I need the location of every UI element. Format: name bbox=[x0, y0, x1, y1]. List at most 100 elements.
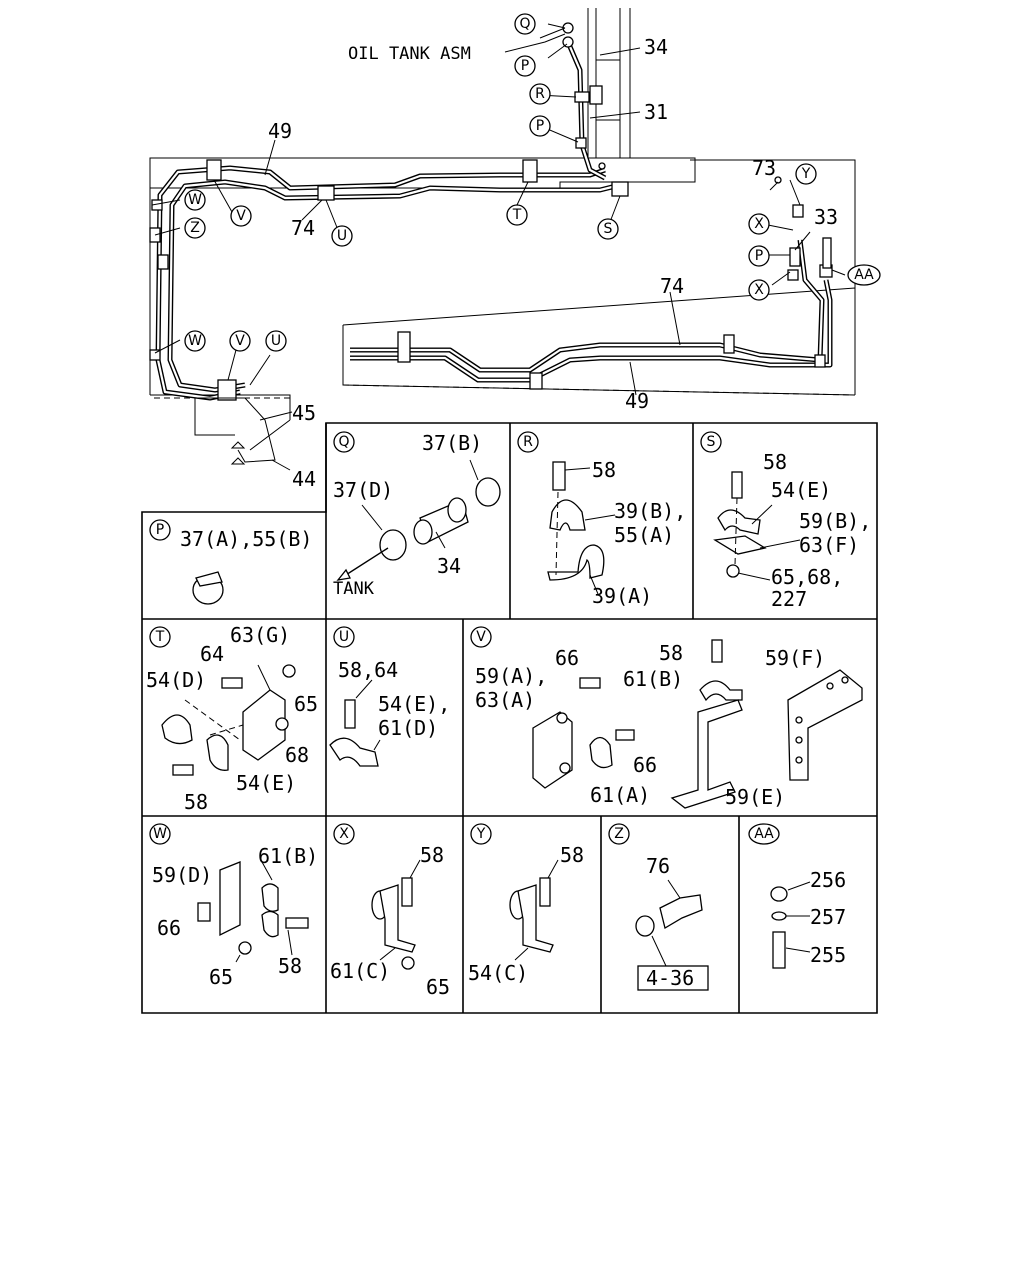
panel-r-drawing bbox=[547, 461, 616, 595]
part-number: 74 bbox=[660, 274, 684, 298]
callout-y-label: Y bbox=[801, 166, 811, 182]
panel-u-label: 54(E), bbox=[378, 692, 450, 716]
panel-aa-drawing bbox=[770, 881, 811, 969]
panel-r-label: 39(A) bbox=[592, 584, 652, 608]
panel-aa-tag: AA bbox=[754, 826, 774, 842]
panel-r-tag: R bbox=[523, 434, 533, 450]
panel-t-label: 58 bbox=[184, 790, 208, 814]
part-number: 33 bbox=[814, 205, 838, 229]
panel-w-label: 59(D) bbox=[152, 863, 212, 887]
panel-aa-label: 255 bbox=[810, 943, 846, 967]
panel-x-label: 58 bbox=[420, 843, 444, 867]
panel-x-label: 65 bbox=[426, 975, 450, 999]
panel-t-drawing bbox=[161, 664, 296, 776]
detail-panel-grid bbox=[141, 422, 878, 1014]
panel-v-tag: V bbox=[476, 629, 486, 645]
main-assembly-drawing bbox=[149, 8, 856, 471]
panel-y-label: 54(C) bbox=[468, 961, 528, 985]
part-number: 73 bbox=[752, 156, 776, 180]
callout-p-label: P bbox=[536, 118, 544, 134]
panel-t-label: 63(G) bbox=[230, 623, 290, 647]
callout-x-label: X bbox=[754, 216, 764, 232]
panel-s-label: 227 bbox=[771, 587, 807, 611]
panel-x-tag: X bbox=[339, 826, 349, 842]
panel-x-drawing bbox=[371, 859, 421, 970]
panel-v-label: 59(E) bbox=[725, 785, 785, 809]
part-number: 49 bbox=[625, 389, 649, 413]
panel-w-label: 58 bbox=[278, 954, 302, 978]
panel-z-ref-box[interactable]: 4-36 bbox=[646, 966, 694, 990]
panel-u-label: 61(D) bbox=[378, 716, 438, 740]
panel-q-tag: Q bbox=[338, 434, 349, 450]
panel-u-drawing bbox=[329, 679, 381, 767]
panel-q-drawing bbox=[336, 459, 501, 581]
panel-p-label: 37(A),55(B) bbox=[180, 527, 312, 551]
panel-p-tag: P bbox=[156, 522, 164, 538]
panel-v-label: 61(B) bbox=[623, 667, 683, 691]
callout-v-label: V bbox=[235, 333, 245, 349]
callout-w-label: W bbox=[188, 192, 202, 208]
panel-q-label: 37(B) bbox=[422, 431, 482, 455]
panel-s-label: 63(F) bbox=[799, 533, 859, 557]
panel-v-label: 59(F) bbox=[765, 646, 825, 670]
callout-x-label: X bbox=[754, 282, 764, 298]
callout-t-label: T bbox=[512, 207, 522, 223]
panel-w-label: 61(B) bbox=[258, 844, 318, 868]
part-number: 31 bbox=[644, 100, 668, 124]
part-number: 44 bbox=[292, 467, 316, 491]
panel-q-label: 37(D) bbox=[333, 478, 393, 502]
panel-v-label: 61(A) bbox=[590, 783, 650, 807]
part-number: 74 bbox=[291, 216, 315, 240]
panel-q-label: TANK bbox=[333, 579, 375, 599]
panel-u-label: 58,64 bbox=[338, 658, 398, 682]
panel-q-label: 34 bbox=[437, 554, 461, 578]
callout-p-label: P bbox=[755, 248, 763, 264]
callout-v-label: V bbox=[236, 208, 246, 224]
panel-v-label: 66 bbox=[633, 753, 657, 777]
part-number: 49 bbox=[268, 119, 292, 143]
oil-tank-asm-label: OIL TANK ASM bbox=[348, 44, 471, 64]
panel-t-label: 65 bbox=[294, 692, 318, 716]
panel-v-label: 66 bbox=[555, 646, 579, 670]
callout-w-label: W bbox=[188, 333, 202, 349]
callout-u-label: U bbox=[271, 333, 281, 349]
panel-r-label: 58 bbox=[592, 458, 616, 482]
panel-w-label: 65 bbox=[209, 965, 233, 989]
panel-s-drawing bbox=[713, 471, 801, 581]
main-part-numbers: OIL TANK ASM 34 31 49 74 73 33 74 49 45 … bbox=[268, 35, 838, 491]
callout-q bbox=[514, 13, 536, 35]
panel-v-drawing bbox=[532, 639, 863, 809]
panel-v-label: 63(A) bbox=[475, 688, 535, 712]
panel-aa-label: 257 bbox=[810, 905, 846, 929]
panel-tags: Q R S P T U V W X Y Z AA bbox=[149, 431, 780, 845]
panel-s-tag: S bbox=[707, 434, 716, 450]
panel-y-label: 58 bbox=[560, 843, 584, 867]
callout-r-label: R bbox=[535, 86, 545, 102]
panel-v-label: 58 bbox=[659, 641, 683, 665]
callout-s-label: S bbox=[604, 221, 613, 237]
panel-w-tag: W bbox=[153, 826, 167, 842]
panel-z-drawing bbox=[635, 879, 709, 991]
panel-t-label: 64 bbox=[200, 642, 224, 666]
panel-u-tag: U bbox=[339, 629, 349, 645]
panel-z-label: 76 bbox=[646, 854, 670, 878]
panel-t-label: 68 bbox=[285, 743, 309, 767]
callout-u-label: U bbox=[337, 228, 347, 244]
panel-s-label: 54(E) bbox=[771, 478, 831, 502]
panel-y-tag: Y bbox=[476, 826, 486, 842]
part-number: 34 bbox=[644, 35, 668, 59]
panel-r-label: 39(B), bbox=[614, 499, 686, 523]
callout-p-label: P bbox=[521, 58, 529, 74]
panel-y-drawing bbox=[509, 859, 559, 961]
panel-aa-label: 256 bbox=[810, 868, 846, 892]
panel-t-label: 54(E) bbox=[236, 771, 296, 795]
callout-z-label: Z bbox=[190, 220, 200, 236]
panel-s-label: 59(B), bbox=[799, 509, 871, 533]
panel-w-drawing bbox=[197, 861, 309, 963]
panel-s-label: 58 bbox=[763, 450, 787, 474]
panel-t-label: 54(D) bbox=[146, 668, 206, 692]
panel-r-label: 55(A) bbox=[614, 523, 674, 547]
panel-s-label: 65,68, bbox=[771, 565, 843, 589]
panel-t-tag: T bbox=[155, 629, 165, 645]
